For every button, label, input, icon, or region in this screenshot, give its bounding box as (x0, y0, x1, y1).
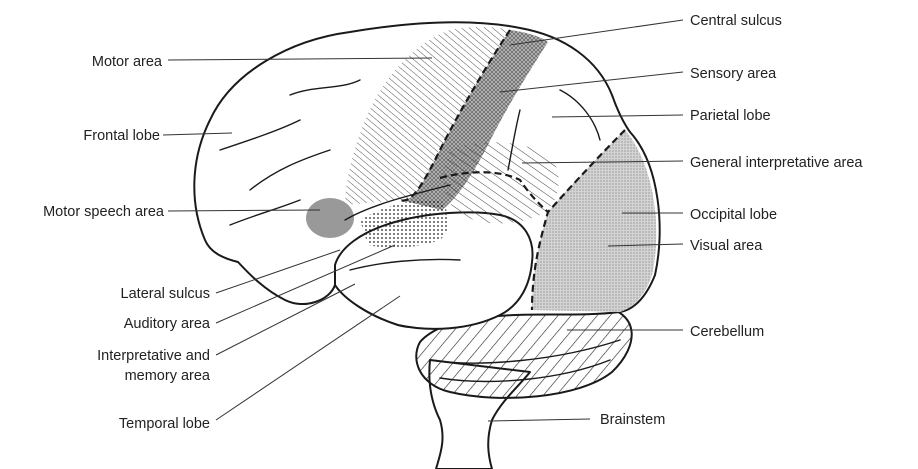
label-parietal-lobe: Parietal lobe (690, 108, 771, 124)
label-interpretative-memory-1: Interpretative and (97, 348, 210, 364)
label-motor-speech-area: Motor speech area (43, 204, 165, 220)
label-general-interpretative-area: General interpretative area (690, 155, 863, 171)
leader-brainstem (488, 419, 590, 421)
general-interpretative-area-shape (444, 142, 559, 223)
label-occipital-lobe: Occipital lobe (690, 207, 777, 223)
label-sensory-area: Sensory area (690, 66, 777, 82)
label-cerebellum: Cerebellum (690, 324, 764, 340)
label-motor-area: Motor area (92, 54, 163, 70)
label-visual-area: Visual area (690, 238, 763, 254)
label-interpretative-memory-2: memory area (125, 368, 211, 384)
label-frontal-lobe: Frontal lobe (83, 128, 160, 144)
label-lateral-sulcus: Lateral sulcus (121, 286, 210, 302)
label-temporal-lobe: Temporal lobe (119, 416, 210, 432)
label-central-sulcus: Central sulcus (690, 13, 782, 29)
leader-temporal (216, 296, 400, 420)
label-auditory-area: Auditory area (124, 316, 211, 332)
motor-speech-area-shape (306, 198, 354, 238)
label-brainstem: Brainstem (600, 412, 665, 428)
